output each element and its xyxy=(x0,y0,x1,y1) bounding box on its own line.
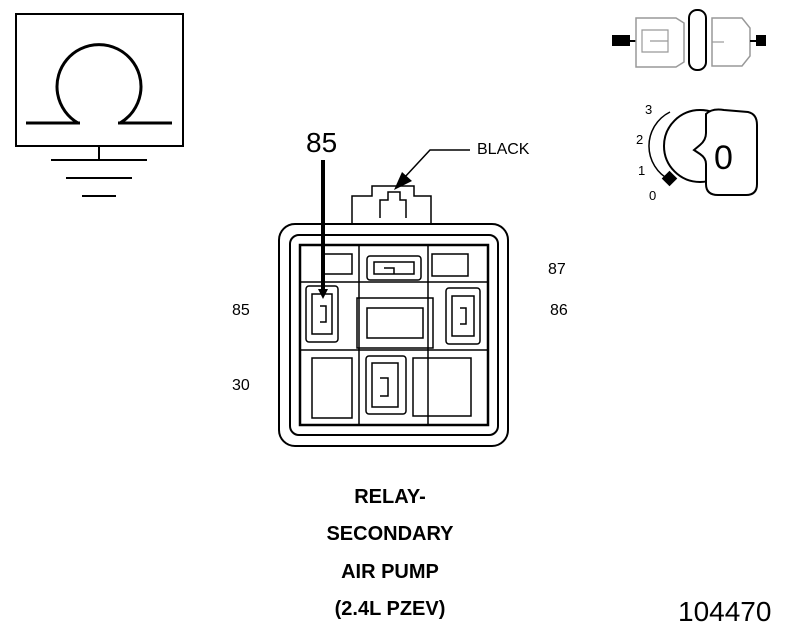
pin-label-87: 87 xyxy=(548,261,566,278)
key-position-2: 2 xyxy=(636,132,644,147)
relay-connector-icon xyxy=(278,185,509,447)
black-wire-leader xyxy=(403,149,470,179)
pin-label-85: 85 xyxy=(232,302,250,319)
connector-disconnect-icon xyxy=(612,9,766,71)
ignition-key-icon xyxy=(648,108,758,196)
key-position-0: 0 xyxy=(649,188,657,203)
title-line-3: AIR PUMP xyxy=(341,561,439,583)
pin-label-86: 86 xyxy=(550,302,568,319)
pin-label-30: 30 xyxy=(232,377,250,394)
wire-color-label: BLACK xyxy=(477,141,530,158)
key-position-1: 1 xyxy=(638,163,646,178)
callout-pin-label: 85 xyxy=(306,127,338,158)
title-line-1: RELAY- xyxy=(354,486,426,508)
title-line-4: (2.4L PZEV) xyxy=(334,598,446,620)
key-position-3: 3 xyxy=(645,102,653,117)
figure-number: 104470 xyxy=(678,596,772,627)
black-wire-arrowhead xyxy=(394,172,412,190)
title-line-2: SECONDARY xyxy=(326,523,454,545)
ohmmeter-ground-icon xyxy=(15,13,184,197)
key-label: 0 xyxy=(714,139,733,177)
